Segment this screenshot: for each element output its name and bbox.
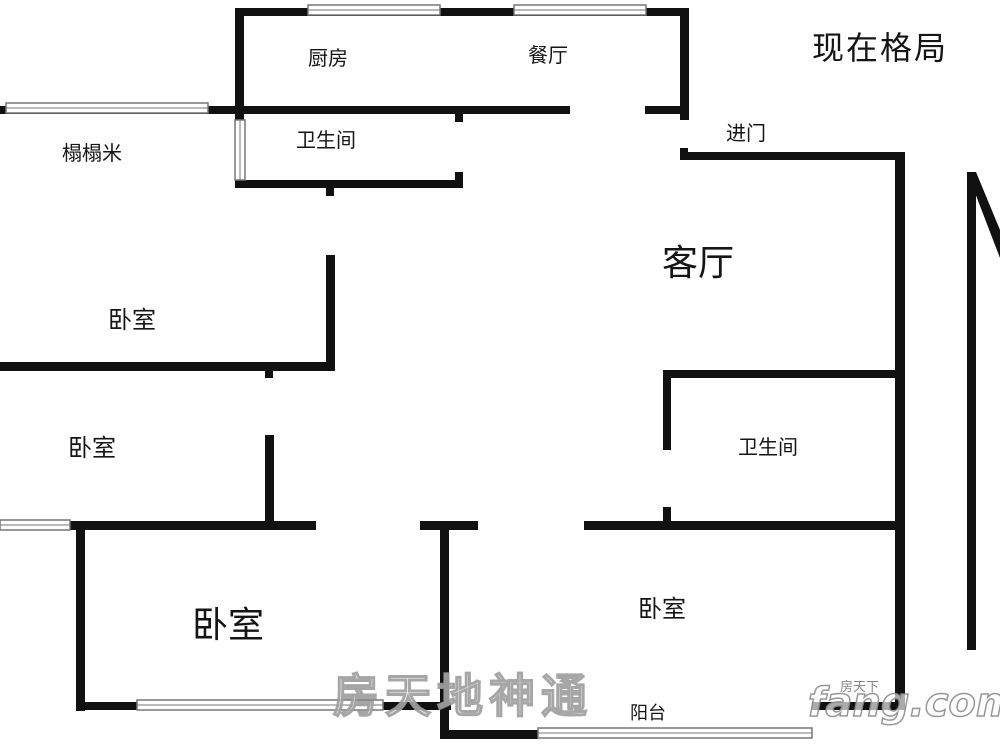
- room-label-living: 客厅: [662, 243, 735, 284]
- room-label-tatami: 榻榻米: [62, 141, 122, 165]
- watermark-text: 房天地神通: [332, 668, 593, 724]
- room-label-entrance: 进门: [726, 121, 766, 145]
- walls: [0, 8, 1000, 739]
- room-label-bedroom-lower-right: 卧室: [638, 595, 686, 623]
- room-label-bedroom-middle-left: 卧室: [68, 434, 116, 462]
- room-label-bath-upper: 卫生间: [296, 128, 356, 152]
- brand-name: fang.com: [807, 679, 1000, 727]
- brand-logo: fang.com 房天下: [807, 679, 1000, 727]
- plan-title: 现在格局: [812, 29, 949, 67]
- brand-sub: 房天下: [840, 680, 880, 695]
- room-label-bath-right: 卫生间: [738, 435, 798, 459]
- room-label-bedroom-lower-left: 卧室: [192, 605, 265, 646]
- room-label-balcony: 阳台: [630, 703, 666, 724]
- room-label-bedroom-upper-left: 卧室: [108, 306, 156, 334]
- room-label-dining: 餐厅: [528, 43, 568, 67]
- window-panes: [0, 9, 812, 734]
- room-label-kitchen: 厨房: [308, 46, 348, 70]
